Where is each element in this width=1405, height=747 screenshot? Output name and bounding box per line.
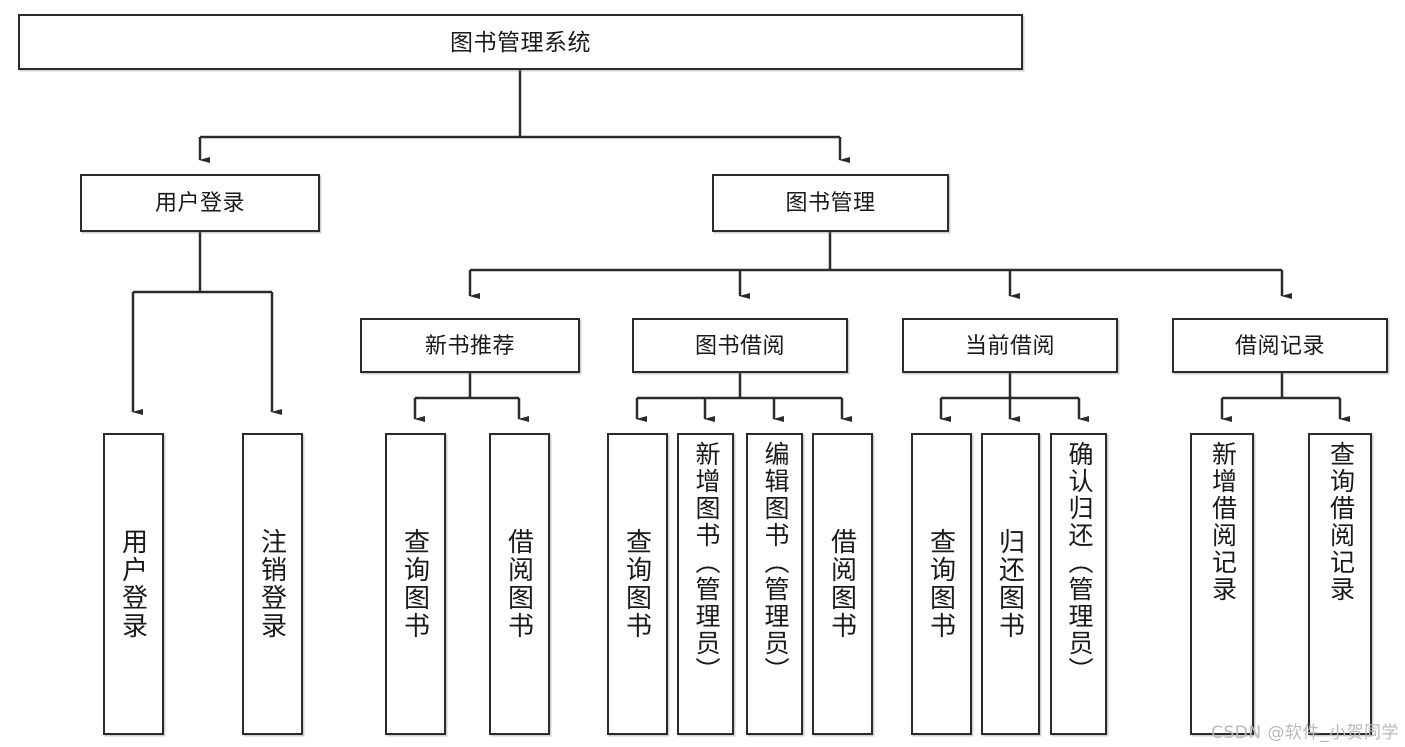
- leaf-borrow-book-1[interactable]: 借阅图书: [489, 433, 550, 735]
- leaf-edit-book[interactable]: 编辑图书（管理员）: [746, 433, 803, 735]
- leaf-query-book-1[interactable]: 查询图书: [385, 433, 446, 735]
- watermark-text: CSDN @软件_小贺同学: [1211, 723, 1399, 743]
- leaf-add-book[interactable]: 新增图书（管理员）: [677, 433, 734, 735]
- node-label: 当前借阅: [964, 332, 1055, 358]
- node-label: 借阅图书: [827, 528, 858, 640]
- node-user-login[interactable]: 用户登录: [80, 174, 320, 232]
- leaf-return-book[interactable]: 归还图书: [981, 433, 1040, 735]
- node-label: 查询图书: [622, 528, 653, 640]
- node-label: 编辑图书（管理员）: [761, 441, 789, 684]
- node-borrow-record[interactable]: 借阅记录: [1172, 318, 1388, 373]
- leaf-borrow-book-2[interactable]: 借阅图书: [812, 433, 873, 735]
- node-label: 用户登录: [118, 528, 149, 640]
- node-label: 查询图书: [926, 528, 957, 640]
- leaf-query-record[interactable]: 查询借阅记录: [1308, 433, 1372, 735]
- node-label: 注销登录: [257, 528, 288, 640]
- node-label: 新增借阅记录: [1208, 441, 1237, 603]
- leaf-confirm-return[interactable]: 确认归还（管理员）: [1050, 433, 1107, 735]
- node-label: 图书管理: [785, 190, 876, 215]
- leaf-query-book-3[interactable]: 查询图书: [911, 433, 972, 735]
- node-label: 借阅图书: [504, 528, 535, 640]
- node-new-book-recommend[interactable]: 新书推荐: [360, 318, 580, 373]
- node-book-management[interactable]: 图书管理: [712, 174, 949, 232]
- node-label: 图书借阅: [694, 332, 785, 358]
- node-label: 查询借阅记录: [1326, 441, 1355, 603]
- node-label: 图书管理系统: [450, 28, 591, 55]
- leaf-user-logout[interactable]: 注销登录: [242, 433, 303, 735]
- node-label: 新书推荐: [424, 332, 515, 358]
- leaf-add-record[interactable]: 新增借阅记录: [1190, 433, 1254, 735]
- leaf-user-login[interactable]: 用户登录: [103, 433, 164, 735]
- node-label: 借阅记录: [1234, 332, 1325, 358]
- node-label: 新增图书（管理员）: [692, 441, 720, 684]
- node-label: 用户登录: [154, 190, 245, 215]
- node-label: 查询图书: [400, 528, 431, 640]
- node-book-borrow[interactable]: 图书借阅: [632, 318, 848, 373]
- node-label: 归还图书: [995, 528, 1026, 640]
- node-current-borrow[interactable]: 当前借阅: [902, 318, 1118, 373]
- node-root-system[interactable]: 图书管理系统: [18, 14, 1023, 70]
- node-label: 确认归还（管理员）: [1065, 441, 1093, 684]
- leaf-query-book-2[interactable]: 查询图书: [607, 433, 668, 735]
